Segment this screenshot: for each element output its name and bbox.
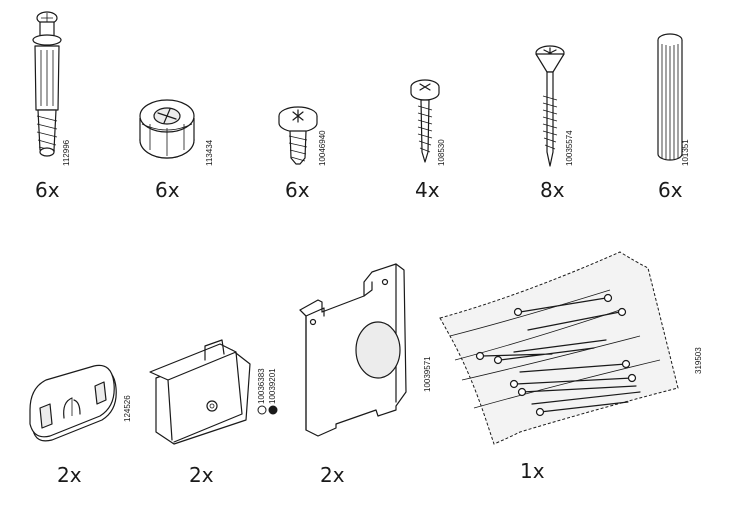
filled-circle-icon [268,405,278,415]
part-code: 10039571 [423,356,432,392]
part-quantity: 4x [415,178,440,202]
variant-code: 10036383 [257,368,266,404]
part-code: 124526 [123,395,132,422]
part-quantity: 2x [57,463,82,487]
part-quantity: 6x [285,178,310,202]
screw-flat-head-icon [278,106,318,165]
bracket-cap-icon [149,339,251,445]
variant-markers [257,405,278,415]
part-code: 112996 [62,139,71,166]
cam-bolt-icon [32,11,62,157]
part-code: 10046940 [318,130,327,166]
part-quantity: 6x [658,178,683,202]
part-quantity: 8x [540,178,565,202]
part-quantity: 2x [189,463,214,487]
part-code: 113434 [205,139,214,166]
wood-dowel-icon [657,33,683,161]
part-quantity: 6x [155,178,180,202]
variant-code: 10039201 [268,368,277,404]
nail-bag-icon [439,251,679,445]
mounting-plate-icon [299,263,407,437]
connector-clip-icon [29,364,117,442]
part-quantity: 2x [320,463,345,487]
screw-pan-head-icon [410,79,440,163]
part-quantity: 1x [520,459,545,483]
part-code: 101351 [681,139,690,166]
screw-countersunk-icon [535,45,565,167]
part-code: 10035574 [565,130,574,166]
part-code: 319503 [694,347,703,374]
cam-lock-icon [139,99,195,159]
part-code: 108530 [437,139,446,166]
part-quantity: 6x [35,178,60,202]
open-circle-icon [257,405,267,415]
